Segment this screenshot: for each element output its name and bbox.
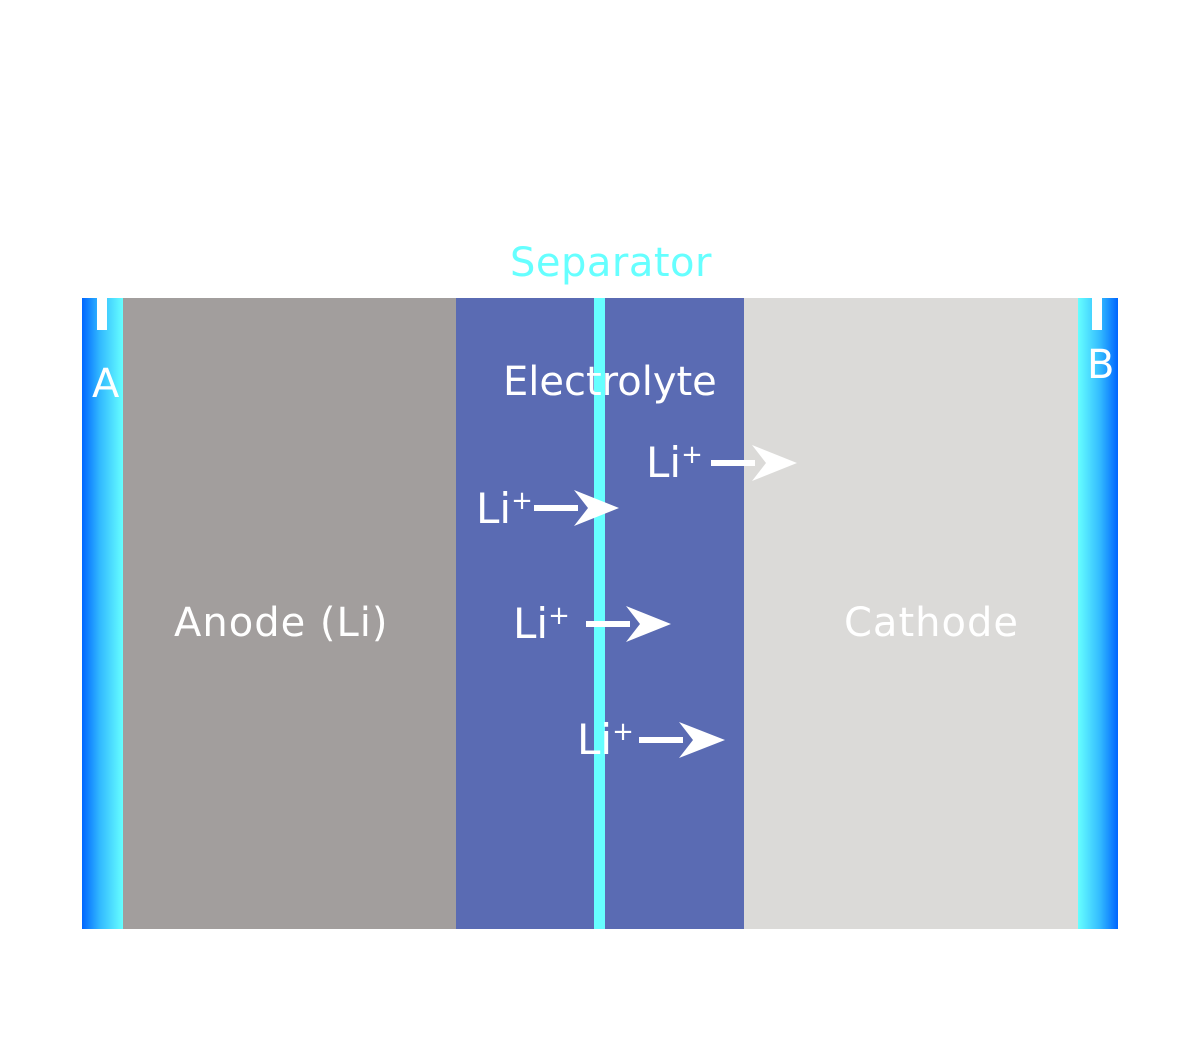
arrow-right-icon [639, 722, 725, 758]
terminal-a-label: A [92, 361, 120, 407]
terminal-b-label: B [1087, 342, 1115, 388]
terminal-b-tab [1092, 298, 1102, 330]
ion-charge: + [681, 440, 703, 470]
arrow-right-icon [586, 606, 671, 642]
cathode-region [744, 298, 1078, 929]
ion-symbol: Li [476, 484, 512, 533]
lithium-ion-label: Li+ [646, 442, 703, 484]
collector-left [82, 298, 123, 929]
separator-membrane [594, 298, 605, 929]
cathode-label: Cathode [844, 600, 1019, 646]
ion-symbol: Li [646, 438, 682, 487]
anode-label: Anode (Li) [174, 600, 389, 646]
ion-symbol: Li [577, 715, 613, 764]
separator-label: Separator [510, 240, 712, 286]
lithium-ion-label: Li+ [476, 488, 533, 530]
ion-charge: + [511, 486, 533, 516]
anode-region [123, 298, 457, 929]
collector-right [1078, 298, 1118, 929]
lithium-ion-label: Li+ [577, 719, 634, 761]
arrow-right-icon [534, 490, 619, 526]
ion-charge: + [548, 601, 570, 631]
terminal-a-tab [97, 298, 107, 330]
arrow-right-icon [711, 445, 797, 481]
lithium-ion-label: Li+ [513, 603, 570, 645]
electrolyte-label: Electrolyte [503, 359, 717, 405]
ion-charge: + [612, 717, 634, 747]
ion-symbol: Li [513, 599, 549, 648]
